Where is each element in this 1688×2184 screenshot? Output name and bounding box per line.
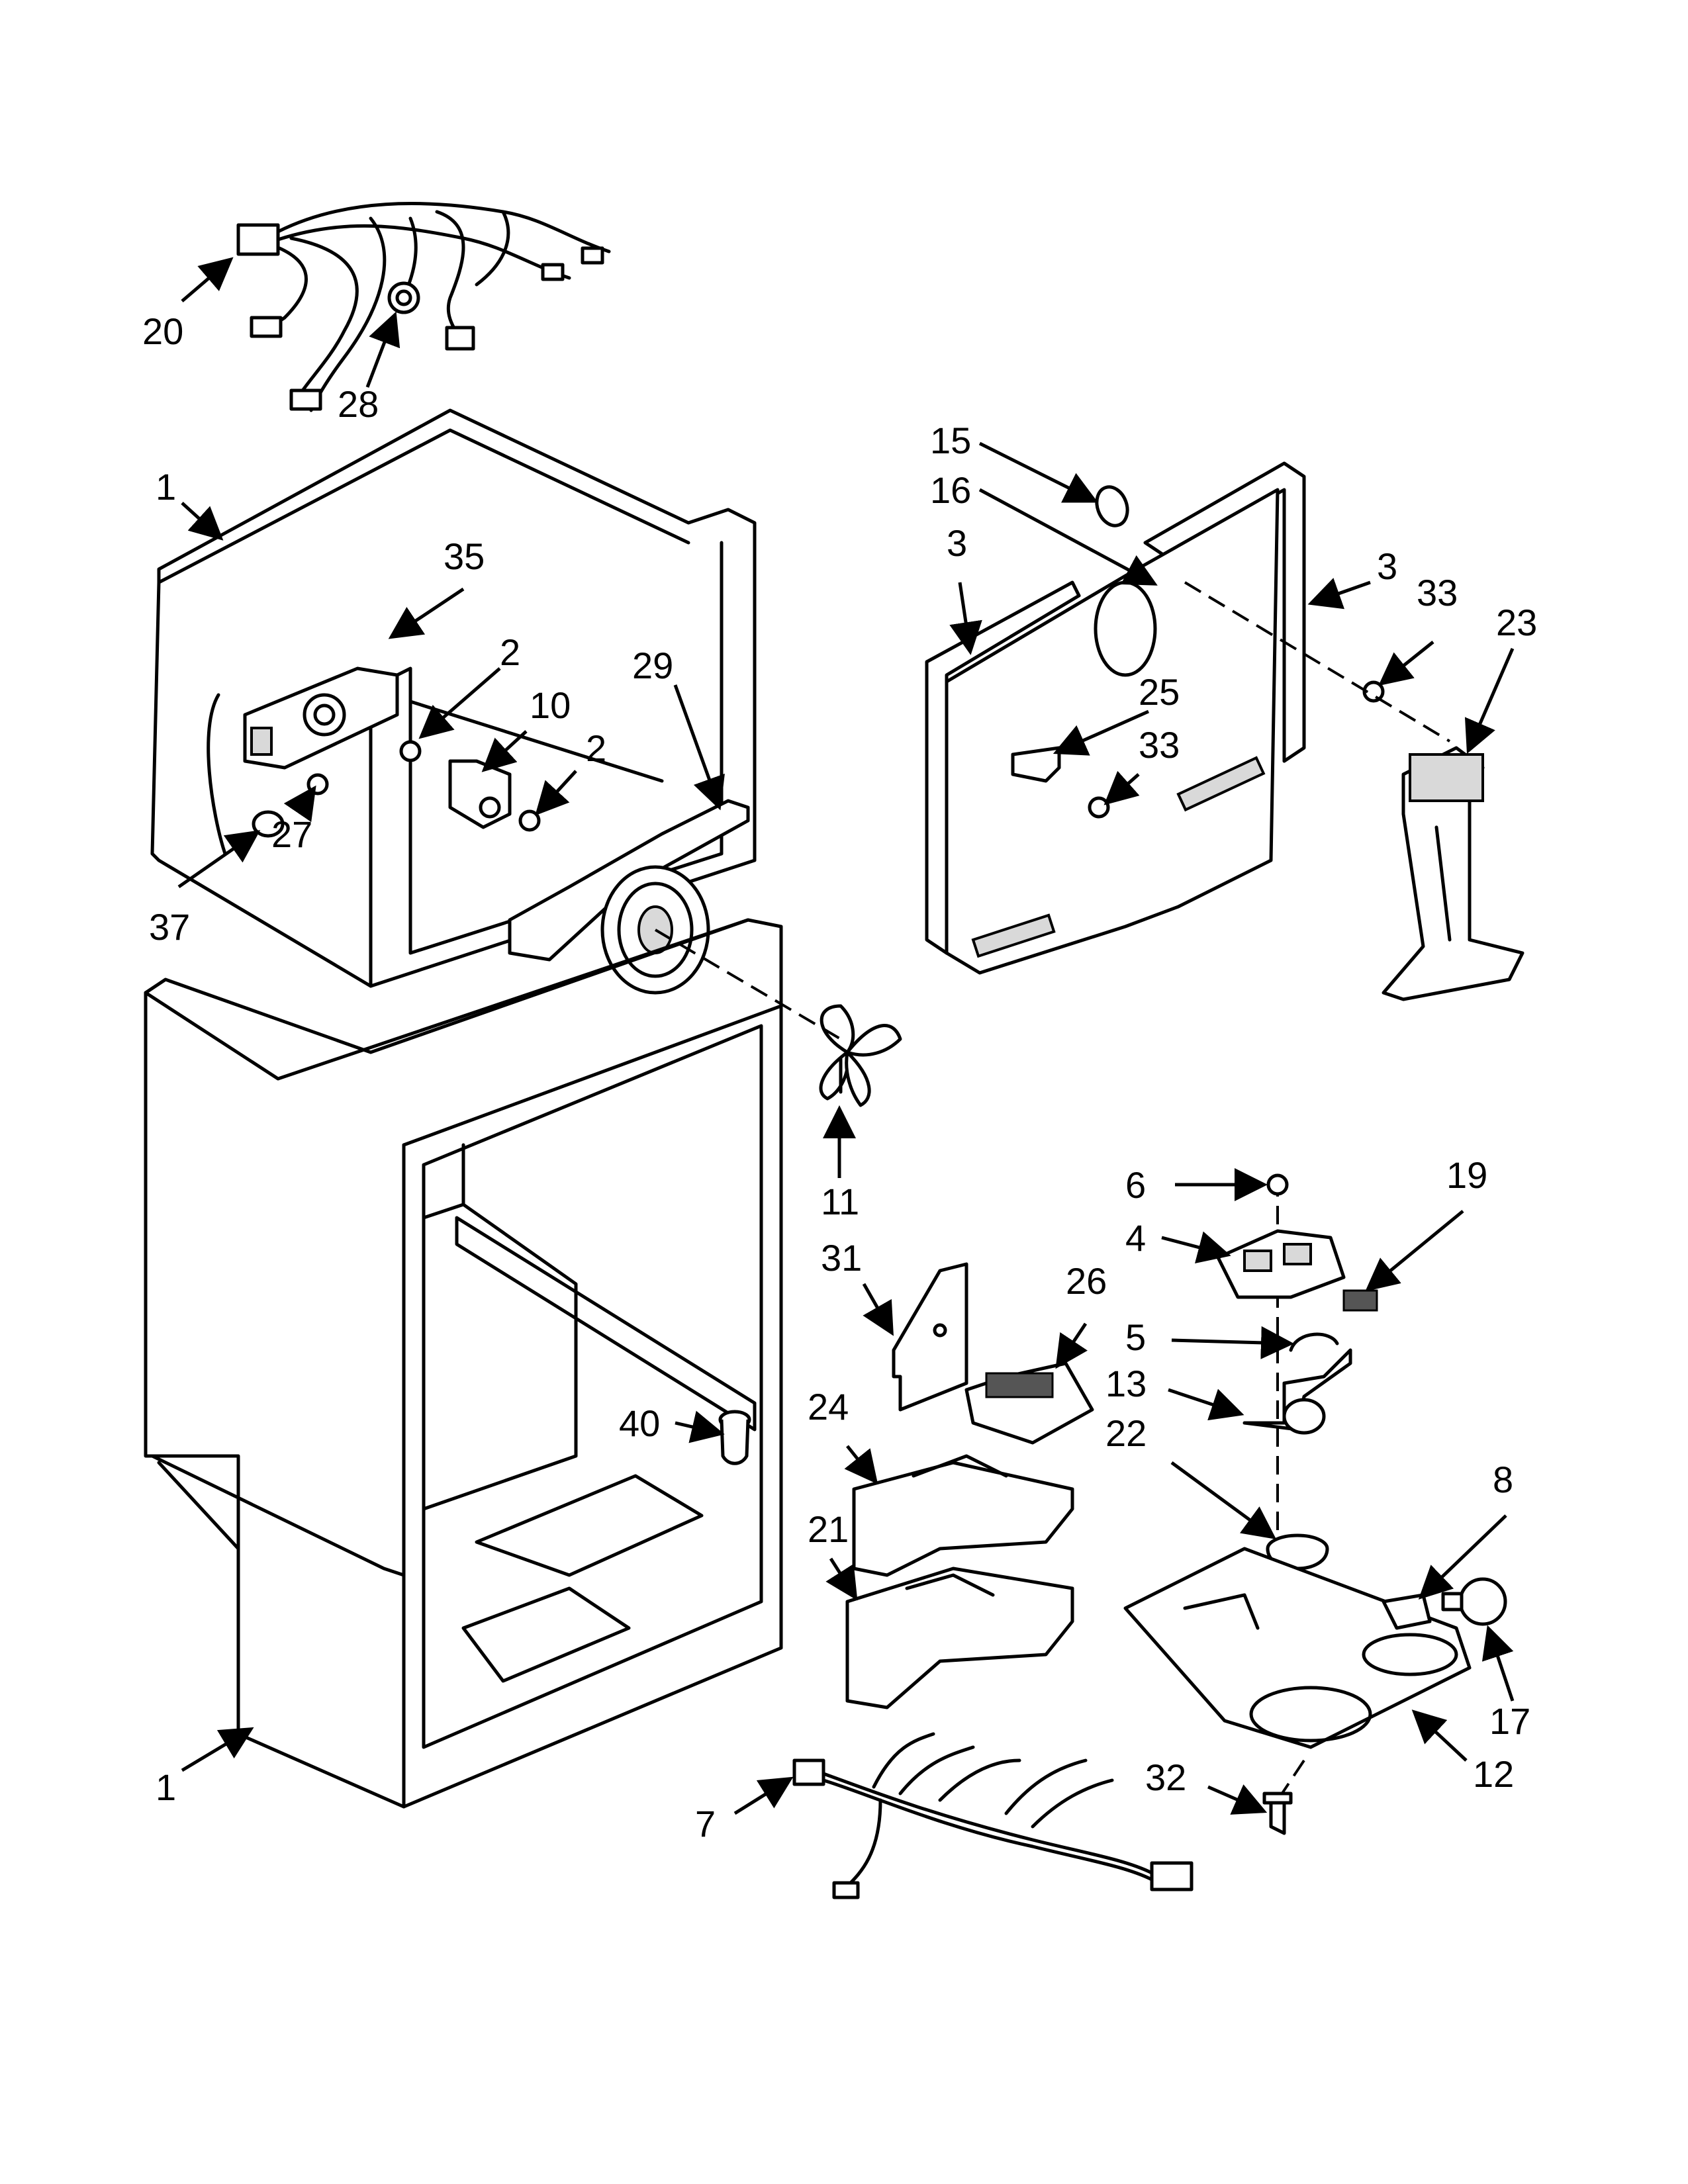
callout-4: 4 [1125, 1217, 1146, 1259]
switch-19 [1342, 1289, 1378, 1312]
cup-40 [718, 1410, 751, 1465]
callout-8: 8 [1493, 1459, 1513, 1500]
callout-40: 40 [619, 1402, 660, 1444]
callout-10: 10 [530, 684, 571, 726]
control-board-4 [1216, 1229, 1346, 1299]
callout-37: 37 [149, 906, 190, 948]
harness-connector-7 [1150, 1861, 1194, 1891]
callout-13: 13 [1105, 1363, 1147, 1404]
knob-37 [252, 810, 285, 838]
harness-plug-b [289, 388, 322, 411]
clip-25 [1011, 746, 1061, 783]
freezer-panel-16 [945, 488, 1280, 975]
leader-lines [177, 257, 1515, 1815]
screw-6 [1266, 1173, 1289, 1196]
socket-8 [1382, 1593, 1432, 1630]
screw-32 [1262, 1792, 1293, 1835]
air-diffuser-21 [845, 1567, 1074, 1709]
bushing-15 [1095, 485, 1129, 527]
callout-26: 26 [1066, 1260, 1107, 1302]
callout-31: 31 [821, 1237, 862, 1279]
screw-33a [1362, 680, 1385, 703]
callout-labels: 20 28 1 35 2 10 2 29 27 37 15 16 3 3 33 … [142, 310, 1537, 1844]
callout-16: 16 [930, 469, 971, 511]
harness-plug-a [250, 316, 283, 338]
gasket-3-left [925, 580, 1081, 955]
control-console-23 [1382, 746, 1524, 1001]
callout-23: 23 [1496, 602, 1537, 643]
bulb-17 [1441, 1577, 1507, 1626]
callout-21: 21 [808, 1508, 849, 1550]
control-housing-35 [243, 666, 399, 770]
callout-22: 22 [1105, 1412, 1147, 1454]
air-diffuser-24 [852, 1454, 1074, 1577]
baffle-31 [892, 1262, 968, 1412]
thermostat-body [448, 759, 512, 829]
callout-24: 24 [808, 1386, 849, 1428]
callout-29: 29 [632, 645, 673, 686]
thermostat-10 [448, 759, 512, 829]
harness-grommet-28 [387, 281, 420, 314]
harness-terminal-a [541, 263, 565, 281]
nut-2a [399, 740, 422, 762]
callout-2-b: 2 [586, 727, 606, 769]
callout-25: 25 [1139, 671, 1180, 713]
callout-3-right: 3 [1377, 545, 1397, 587]
callout-5: 5 [1125, 1316, 1146, 1358]
wire-harness-upper [236, 202, 611, 412]
harness-connector-20 [236, 223, 280, 256]
thermostat-13 [1243, 1348, 1352, 1435]
callout-33-b: 33 [1139, 724, 1180, 766]
callout-6: 6 [1125, 1164, 1146, 1206]
callout-7: 7 [695, 1803, 716, 1844]
callout-12: 12 [1473, 1753, 1514, 1795]
callout-15: 15 [930, 420, 971, 461]
callout-3-left: 3 [947, 522, 967, 564]
callout-27: 27 [271, 813, 312, 855]
callout-32: 32 [1145, 1756, 1186, 1798]
callout-33-a: 33 [1417, 572, 1458, 614]
callout-20: 20 [142, 310, 183, 352]
callout-1-upper: 1 [156, 466, 176, 508]
callout-19: 19 [1446, 1154, 1487, 1196]
harness-terminal-b [581, 246, 604, 265]
callout-35: 35 [444, 535, 485, 577]
light-housing-12 [1123, 1547, 1472, 1749]
callout-2-a: 2 [500, 631, 520, 673]
harness-plug-c [445, 326, 475, 351]
callout-11: 11 [821, 1181, 859, 1222]
callout-1-lower: 1 [156, 1766, 176, 1808]
fan-blade-11 [819, 1004, 902, 1107]
socket-26 [964, 1361, 1094, 1445]
nut-2b [518, 809, 541, 832]
callout-17: 17 [1489, 1700, 1530, 1742]
freezer-cabinet [144, 918, 783, 1809]
callout-28: 28 [338, 383, 379, 425]
control-housing-body [243, 666, 399, 770]
harness-plug-7 [832, 1881, 860, 1899]
freezer-panel-body [945, 488, 1280, 975]
wire-harness-7 [792, 1732, 1194, 1899]
clip-5 [1289, 1332, 1339, 1352]
screw-33b [1088, 796, 1110, 819]
